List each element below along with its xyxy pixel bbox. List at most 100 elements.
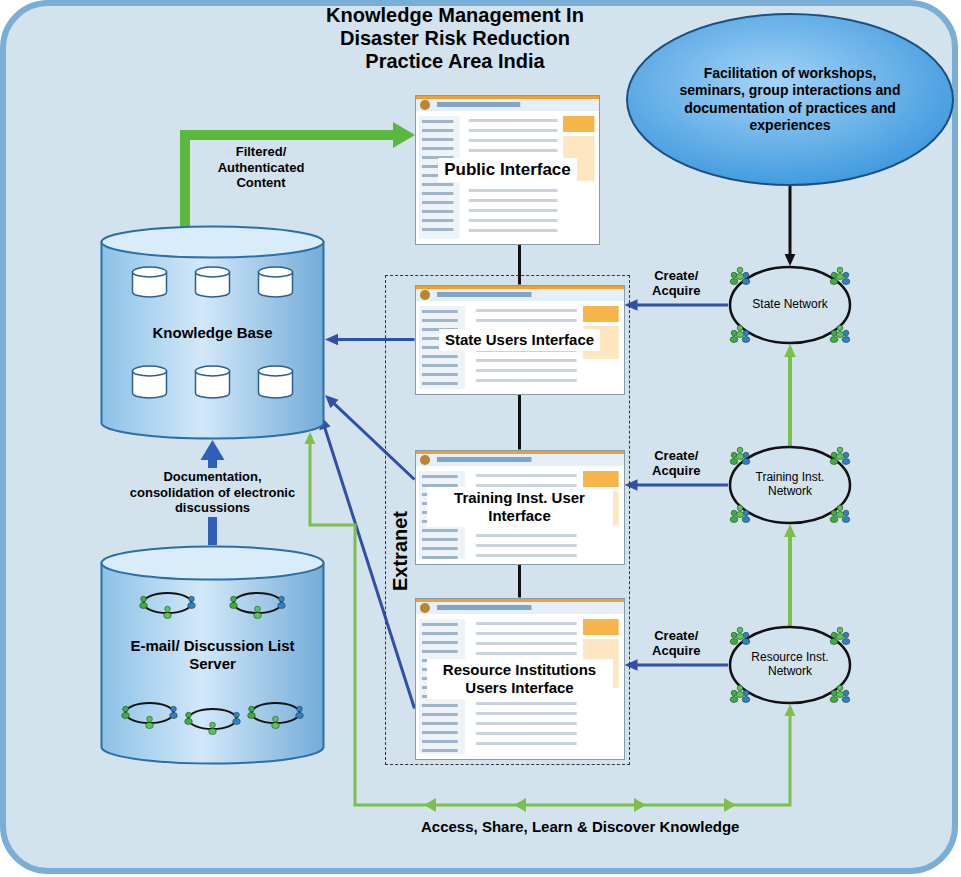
text-wrap: Resource Inst. Network: [748, 651, 832, 679]
person-head: [837, 685, 843, 691]
screen-content-line: [469, 119, 558, 122]
person-head: [141, 596, 147, 602]
text-wrap: Facilitation of workshops, seminars, gro…: [678, 65, 903, 135]
person-body: [736, 454, 744, 460]
screen-nav-line: [422, 632, 458, 635]
text-wrap: E-mail/ Discussion List Server: [123, 637, 303, 673]
person-body: [836, 512, 844, 518]
text-wrap: State Network: [748, 298, 832, 312]
screen-sidebar: [583, 306, 619, 322]
server-cylinder: E-mail/ Discussion List Server: [100, 545, 325, 765]
person-head: [279, 596, 285, 602]
screen-content-line: [475, 732, 576, 735]
diagram-title: Knowledge Management In Disaster Risk Re…: [305, 4, 605, 73]
person-body: [830, 279, 838, 285]
connector-line: [788, 355, 792, 446]
person-head: [165, 606, 171, 612]
screen-content-line: [469, 189, 558, 192]
panel-shape: [3, 3, 955, 871]
person-body: [230, 603, 238, 609]
screen-emblem: [420, 290, 430, 300]
screen-nav-line: [422, 183, 453, 186]
screen-content-line: [469, 139, 558, 142]
screen-nav-line: [422, 138, 453, 141]
person-body: [296, 713, 304, 719]
small-cylinder-top: [259, 267, 293, 277]
text-wrap: State Users Interface: [439, 329, 600, 351]
screen-nav-line: [422, 120, 453, 123]
person-head: [837, 267, 843, 273]
network-ring: [234, 593, 282, 613]
screen-nav-line: [422, 623, 458, 626]
connector: [785, 185, 796, 266]
node-label: State Users Interface: [445, 331, 594, 349]
cylinder-body: [102, 242, 324, 439]
person-body: [233, 719, 241, 725]
connector-line: [636, 304, 728, 307]
person-body: [842, 337, 850, 343]
person-head: [737, 627, 743, 633]
interface-screenshot: Public Interface: [415, 95, 600, 245]
connector: [625, 299, 729, 311]
network-ring: [189, 709, 237, 729]
screen-emblem: [420, 100, 430, 110]
node-label: Training Inst. User Interface: [433, 489, 607, 525]
screen-strip: [416, 286, 624, 289]
screen-content-line: [475, 309, 576, 312]
person-body: [736, 274, 744, 280]
cylinder-body: [102, 563, 324, 764]
node-label: Resource Institutions Users Interface: [433, 661, 607, 697]
small-cylinder-top: [196, 366, 230, 376]
screen-nav-line: [422, 547, 458, 550]
screen-frame: [416, 96, 600, 245]
screen-nav-line: [422, 228, 453, 231]
extranet-group: ExtranetState Users InterfaceTraining In…: [385, 275, 630, 765]
person-head: [273, 716, 279, 722]
small-cylinder-top: [259, 366, 293, 376]
person-body: [742, 517, 750, 523]
screen-nav-line: [422, 704, 458, 707]
person-body: [842, 639, 850, 645]
screen-nav-line: [422, 713, 458, 716]
person-head: [189, 596, 195, 602]
arrowhead: [305, 432, 316, 444]
node-label: Facilitation of workshops, seminars, gro…: [678, 65, 903, 135]
connector: [319, 416, 414, 709]
person-head: [186, 712, 192, 718]
person-head: [171, 706, 177, 712]
screen-titlebar: [437, 102, 520, 107]
connector: [185, 122, 415, 228]
person-body: [140, 603, 148, 609]
person-body: [742, 279, 750, 285]
node-label: Training Inst. Network: [748, 471, 832, 499]
person-head: [737, 325, 743, 331]
connector-line: [636, 664, 728, 667]
person-body: [209, 729, 217, 735]
arrowhead: [785, 254, 796, 266]
person-head: [737, 447, 743, 453]
person-head: [234, 712, 240, 718]
connector-line: [518, 565, 521, 598]
person-head: [297, 706, 303, 712]
ellipse-outline: [730, 447, 850, 523]
screen-content-line: [475, 632, 576, 635]
screen-content-line: [475, 622, 576, 625]
screen-header: [416, 599, 624, 614]
person-body: [842, 517, 850, 523]
screen-nav-line: [422, 373, 458, 376]
flow-arrowhead: [724, 798, 736, 812]
screen-nav-line: [422, 192, 453, 195]
person-body: [730, 517, 738, 523]
screen-nav-line: [422, 740, 458, 743]
screen-header: [416, 451, 624, 466]
database-cylinder: Knowledge Base: [100, 225, 325, 440]
person-body: [730, 697, 738, 703]
text-wrap: Training Inst. Network: [748, 471, 832, 499]
edge-label: Filtered/ Authenticated Content: [198, 143, 324, 192]
arrowhead: [201, 440, 225, 460]
screen-nav-line: [422, 310, 458, 313]
screen-nav-line: [422, 319, 458, 322]
screen-titlebar: [437, 292, 532, 297]
